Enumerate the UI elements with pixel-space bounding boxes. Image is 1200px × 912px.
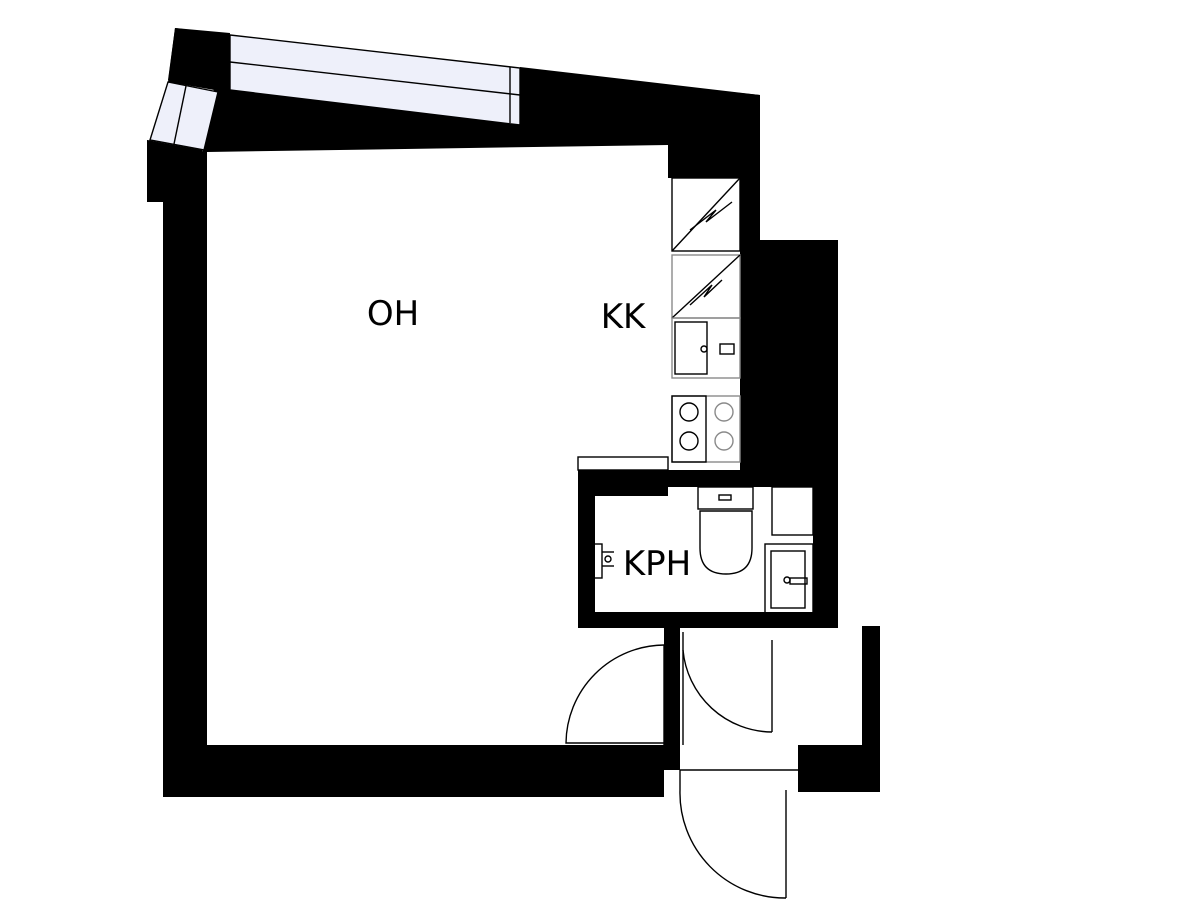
stove-left [671, 395, 707, 463]
bathroom-wall-top [668, 470, 838, 487]
burner-icon [679, 402, 699, 422]
bathroom-frame [578, 470, 838, 628]
bathroom-floor [595, 487, 813, 622]
burner-icon [714, 431, 734, 451]
faucet-icon [719, 343, 735, 355]
living-room-floor [207, 145, 668, 745]
room-label-bathroom: KPH [623, 544, 691, 584]
toilet-flush-icon [718, 494, 732, 501]
corner-window-frame-line [173, 85, 187, 145]
kitchen-floor [668, 178, 740, 468]
cabinet-upper-diagonal [671, 177, 741, 252]
washbasin-bowl [770, 550, 806, 609]
door-swing-living [565, 644, 665, 744]
cabinet-lower-diagonal [671, 254, 741, 319]
room-label-kitchen: KK [601, 297, 647, 337]
entrance-wall-bottom [664, 748, 680, 770]
shower-fitting [591, 543, 603, 579]
bottom-wall [163, 748, 664, 797]
top-wall-right [520, 67, 760, 240]
interiors [207, 145, 862, 765]
kitchen-counter [577, 177, 741, 471]
kitchen-back-wall [740, 240, 838, 628]
burner-icon [714, 402, 734, 422]
window-glass [229, 34, 521, 126]
bathroom-wall-bottom-left [578, 612, 683, 628]
toilet-bowl-icon [699, 510, 753, 575]
door-swing-entrance [679, 789, 787, 899]
hall-floor [680, 628, 862, 765]
bathroom-wall-bottom-right [683, 622, 815, 628]
bathroom-wall-left [578, 487, 595, 628]
toilet-tank [697, 486, 754, 510]
window [149, 34, 521, 151]
window-pane-line [229, 61, 521, 96]
bathroom-cabinet [771, 486, 814, 536]
door-swing-bathroom [682, 649, 773, 733]
washbasin-drain-icon [783, 576, 791, 584]
doors [565, 632, 798, 899]
washbasin [764, 543, 814, 615]
room-label-living: OH [367, 294, 419, 334]
cabinet-upper [671, 177, 741, 252]
counter-shelf [577, 456, 669, 471]
left-wall [147, 140, 207, 797]
bathroom-fixtures [591, 486, 814, 615]
top-left-corner [168, 28, 230, 92]
bathroom-wall-top-left [578, 470, 668, 496]
burner-icon [679, 431, 699, 451]
fridge-symbol-lower [689, 279, 723, 306]
sink-drain-icon [700, 345, 708, 353]
sink-cabinet [671, 317, 741, 379]
corner-window-glass [149, 81, 219, 151]
bathroom-wall-right [813, 470, 838, 628]
entrance-wall [798, 626, 880, 792]
shower-head-icon [604, 555, 612, 563]
fridge-symbol-upper [689, 201, 733, 231]
